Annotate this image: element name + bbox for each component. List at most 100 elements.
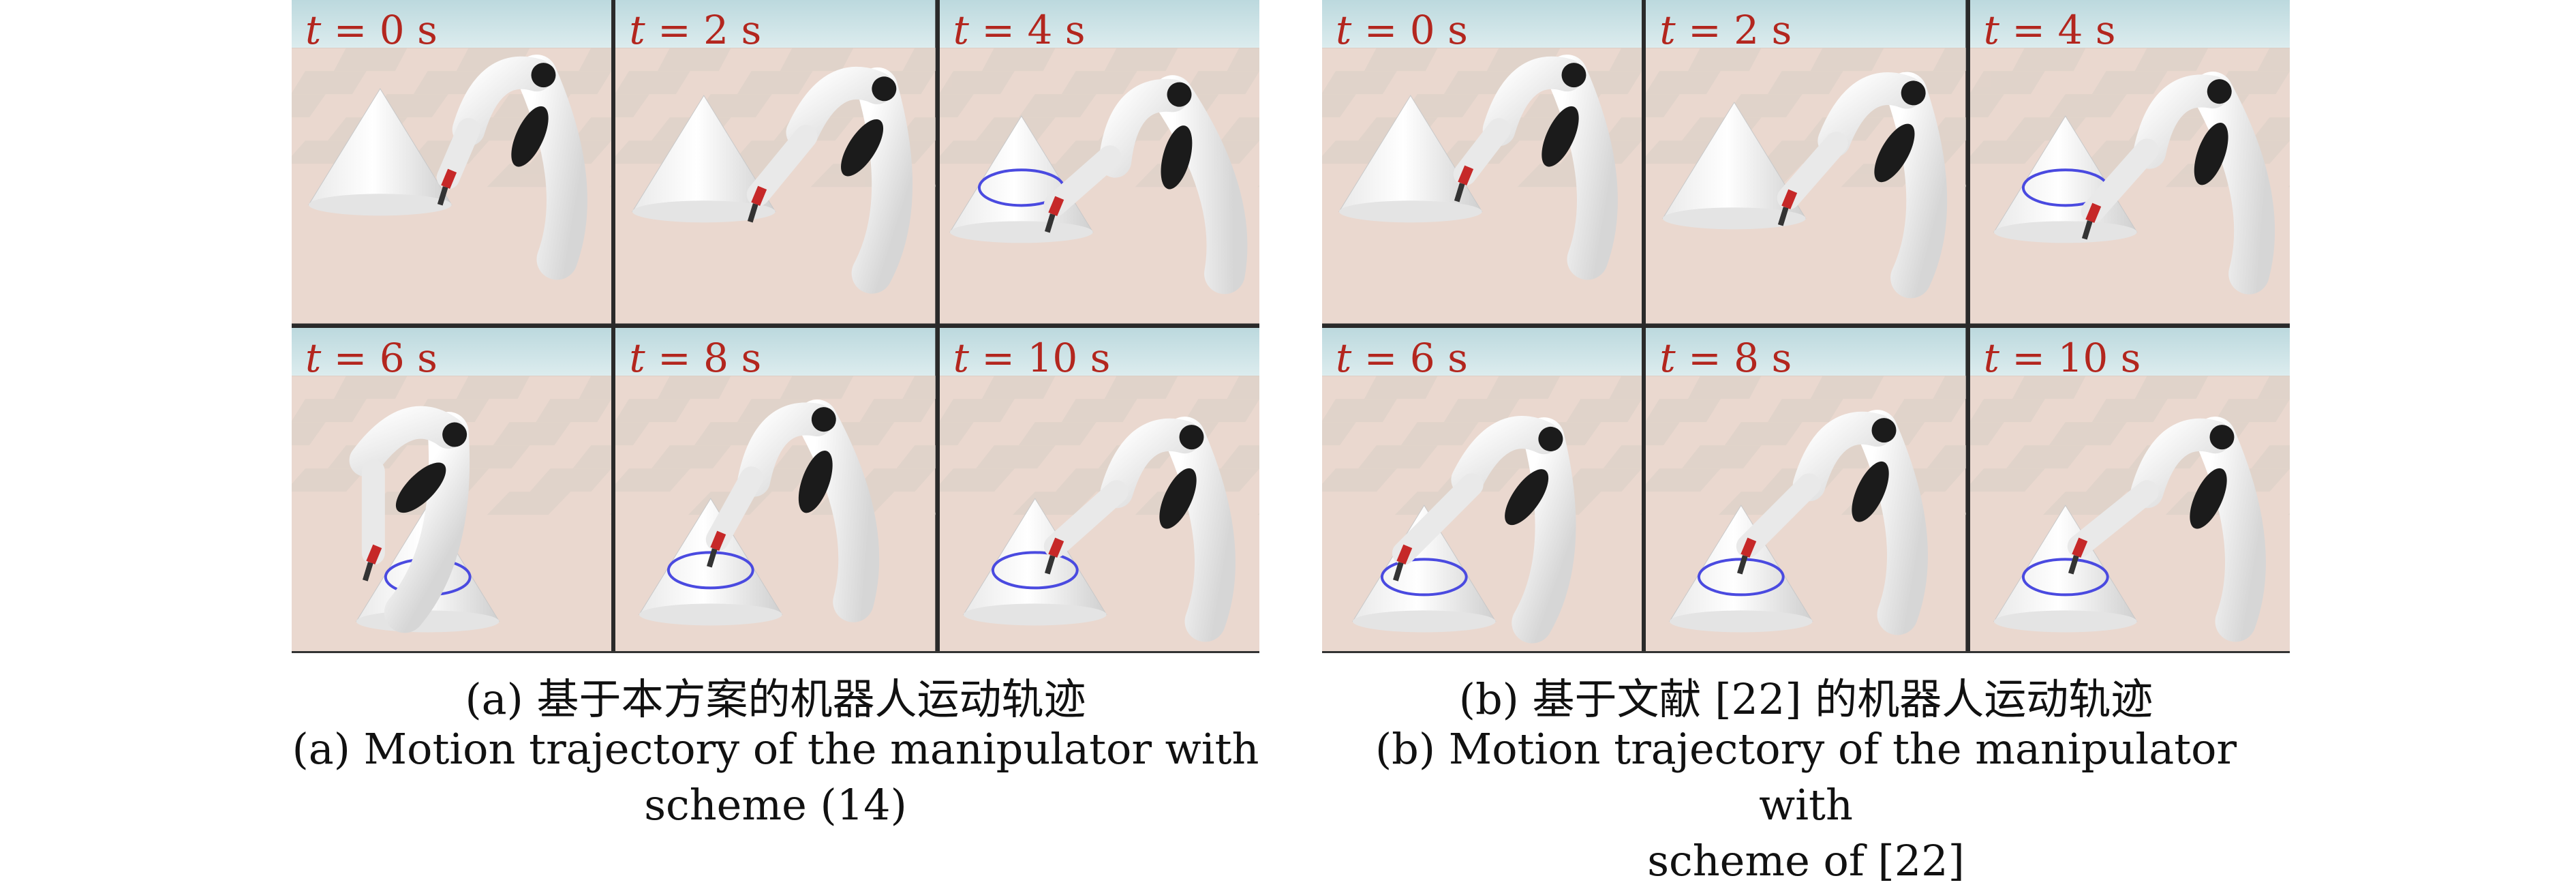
cone-base	[632, 200, 776, 223]
scene-render	[1322, 327, 1642, 651]
tool-probe	[1044, 213, 1056, 233]
wrist-link	[1043, 145, 1122, 217]
figure-b: t = 0 s t = 2 s t = 4 s t = 6 s t = 8 s …	[1322, 0, 2290, 886]
cone-base	[1663, 207, 1806, 230]
scene-render	[1646, 0, 1966, 324]
time-value: = 4 s	[968, 7, 1086, 53]
wrist-link	[436, 118, 480, 190]
robot-arm-icon	[349, 406, 470, 633]
trajectory-circle-icon	[667, 550, 755, 589]
trajectory-circle-icon	[2021, 557, 2109, 596]
caption-en-a-line2: scheme (14)	[644, 780, 907, 830]
caption-en-a: (a) Motion trajectory of the manipulator…	[292, 721, 1259, 833]
time-label: t = 6 s	[305, 335, 438, 381]
frame-b-5: t = 8 s	[1646, 327, 1966, 651]
sky-backdrop	[939, 327, 1259, 376]
wrist-link	[1392, 472, 1484, 564]
wrist-link	[1736, 472, 1821, 558]
frame-b-6: t = 10 s	[1969, 327, 2290, 651]
time-label: t = 4 s	[1984, 7, 2116, 53]
scene-render	[1969, 0, 2290, 324]
frame-a-1: t = 0 s	[292, 0, 612, 324]
trajectory-circle-icon	[1380, 557, 1468, 596]
trajectory-circle-icon	[1698, 557, 1785, 596]
tool-probe	[437, 186, 448, 206]
cone-base	[1352, 609, 1496, 632]
robot-arm-icon	[1451, 415, 1576, 644]
wrist-link	[1453, 118, 1511, 186]
robot-arm-icon	[452, 55, 587, 280]
time-variable: t	[1336, 7, 1352, 53]
tool-tip	[1047, 537, 1064, 558]
caption-zh-a: (a) 基于本方案的机器人运动轨迹	[465, 674, 1086, 724]
frame-b-2: t = 2 s	[1646, 0, 1966, 324]
scene-render	[615, 0, 936, 324]
time-value: = 10 s	[1999, 334, 2141, 381]
frame-grid-a: t = 0 s t = 2 s t = 4 s t = 6 s t = 8 s …	[292, 0, 1259, 653]
time-label: t = 6 s	[1336, 335, 1468, 381]
time-variable: t	[1983, 7, 1999, 53]
sky-backdrop	[1969, 0, 2290, 48]
time-label: t = 10 s	[1984, 335, 2141, 381]
tool-probe	[2081, 220, 2093, 240]
figure-a: t = 0 s t = 2 s t = 4 s t = 6 s t = 8 s …	[292, 0, 1259, 830]
cone-base	[949, 221, 1093, 243]
robot-arm-icon	[2130, 416, 2266, 642]
frame-a-4: t = 6 s	[292, 327, 612, 651]
scene-render	[1969, 327, 2290, 651]
sky-backdrop	[615, 327, 936, 376]
cone-base	[1993, 609, 2137, 632]
scene-render	[1646, 327, 1966, 651]
frame-a-5: t = 8 s	[615, 327, 936, 651]
tool-tip	[441, 168, 457, 189]
frame-b-3: t = 4 s	[1969, 0, 2290, 324]
tool-tip	[1781, 189, 1798, 210]
time-variable: t	[305, 334, 322, 381]
trajectory-circle-icon	[991, 550, 1079, 589]
time-value: = 6 s	[321, 334, 438, 381]
robot-arm-icon	[1098, 75, 1248, 295]
tool-probe	[1454, 183, 1465, 202]
tool-probe	[2068, 554, 2079, 575]
robot-arm-icon	[1818, 72, 1948, 299]
time-value: = 0 s	[321, 7, 438, 53]
cone-base	[308, 194, 452, 216]
robot-arm-icon	[2132, 72, 2275, 295]
time-value: = 8 s	[1675, 334, 1792, 381]
tool-probe	[748, 203, 758, 223]
scene-render	[615, 327, 936, 651]
wrist-link	[2081, 138, 2159, 224]
floor-tiles	[1322, 375, 1642, 515]
wrist-link	[706, 466, 764, 551]
time-variable: t	[305, 7, 322, 53]
tool-tip	[751, 185, 767, 207]
wrist-link	[1777, 132, 1848, 210]
time-label: t = 2 s	[1659, 7, 1792, 53]
cone-base	[963, 603, 1107, 625]
tool-tip	[710, 530, 726, 551]
frame-a-2: t = 2 s	[615, 0, 936, 324]
scene-render	[939, 0, 1259, 324]
frame-b-4: t = 6 s	[1322, 327, 1642, 651]
tool-probe	[363, 561, 373, 582]
caption-en-b-line1: (b) Motion trajectory of the manipulator…	[1375, 724, 2237, 830]
sky-backdrop	[1646, 0, 1966, 48]
tool-tip	[2085, 202, 2101, 224]
robot-arm-icon	[1100, 416, 1236, 642]
scene-render	[939, 327, 1259, 651]
time-variable: t	[1659, 7, 1676, 53]
wrist-link	[2067, 479, 2159, 558]
frame-grid-b: t = 0 s t = 2 s t = 4 s t = 6 s t = 8 s …	[1322, 0, 2290, 653]
sky-backdrop	[1322, 0, 1642, 48]
robot-arm-icon	[1482, 55, 1618, 280]
time-value: = 6 s	[1351, 334, 1468, 381]
wrist-link	[747, 125, 818, 207]
scene-render	[292, 0, 612, 324]
tool-tip	[1458, 165, 1474, 185]
time-label: t = 8 s	[629, 335, 761, 381]
scene-render	[292, 327, 612, 651]
time-variable: t	[953, 334, 969, 381]
time-variable: t	[1336, 334, 1352, 381]
wrist-link	[1043, 479, 1129, 558]
caption-en-b-line2: scheme of [22]	[1647, 836, 1965, 886]
